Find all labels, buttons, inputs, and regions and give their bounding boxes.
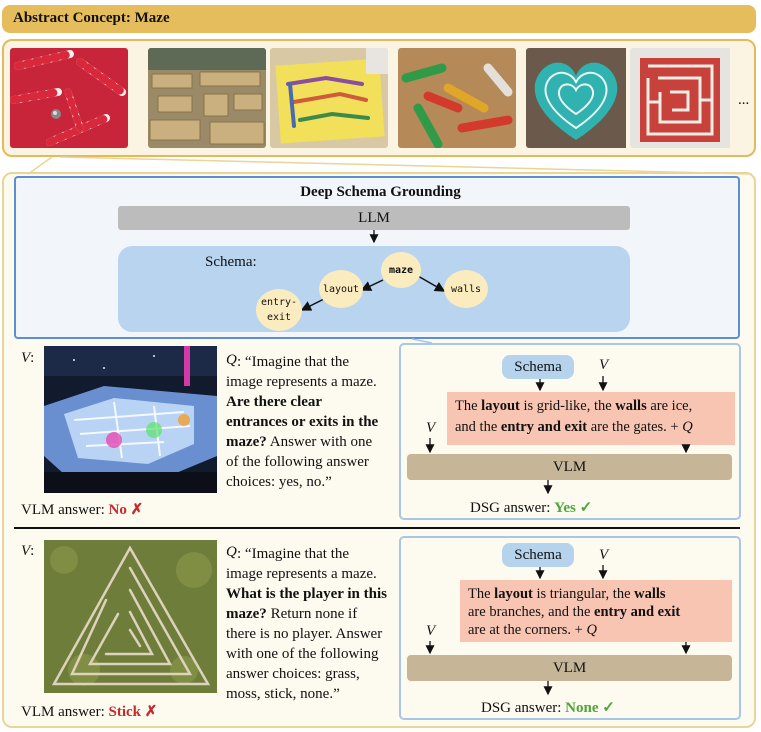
text-line: The layout is grid-like, the walls are i… bbox=[455, 398, 693, 414]
vlm-answer-1: VLM answer: No ✗ bbox=[21, 502, 144, 518]
more-images-ellipsis: ... bbox=[738, 92, 750, 108]
text-line: entrances or exits in the bbox=[226, 414, 379, 430]
concept-title: Abstract Concept: Maze bbox=[13, 10, 170, 26]
text-line: of the following answer bbox=[226, 454, 369, 470]
v-side-1: V bbox=[426, 420, 436, 436]
paper-tube-maze-image bbox=[398, 48, 516, 148]
dsg-answer-2: DSG answer: None ✓ bbox=[481, 700, 615, 716]
v-input-1: V bbox=[599, 357, 609, 373]
text-line: are branches, and the entry and exit bbox=[468, 604, 681, 620]
text-line: and the entry and exit are the gates. + … bbox=[455, 419, 693, 435]
craft-marble-maze-image bbox=[270, 48, 388, 148]
schema-label: Schema: bbox=[205, 254, 257, 270]
dsg-answer-value-1: Yes ✓ bbox=[554, 500, 593, 516]
schema-area bbox=[118, 246, 630, 332]
text-line: : “Imagine that the bbox=[237, 546, 350, 562]
v-side-2: V bbox=[426, 623, 436, 639]
text-line: maze? Return none if bbox=[226, 606, 358, 622]
schema-node-layout: layout bbox=[319, 270, 363, 308]
schema-node-entry-exit: entry- exit bbox=[256, 289, 302, 331]
text-line: What is the player in this bbox=[226, 586, 387, 602]
question-2: : “Imagine that the image represents a ma… bbox=[226, 544, 398, 704]
text-line: The layout is triangular, the walls bbox=[468, 586, 666, 602]
text-line: maze? Answer with one bbox=[226, 434, 373, 450]
text-line: Are there clear bbox=[226, 394, 323, 410]
stick-maze-image bbox=[44, 540, 217, 693]
v-input-2: V bbox=[599, 547, 609, 563]
dsg-title: Deep Schema Grounding bbox=[300, 184, 461, 200]
candy-cane-maze-image bbox=[10, 48, 128, 148]
vlm-answer-value-1: No ✗ bbox=[108, 502, 144, 518]
llm-bar: LLM bbox=[118, 206, 630, 230]
v-label-1: V: bbox=[21, 350, 35, 366]
text-line: there is no player. Answer bbox=[226, 626, 383, 642]
concept-header-bar bbox=[2, 5, 756, 33]
schema-node-walls: walls bbox=[444, 270, 488, 308]
hay-bale-maze-image bbox=[148, 48, 266, 148]
q-label-2: Q bbox=[226, 544, 237, 560]
question-1: : “Imagine that the image represents a ma… bbox=[226, 352, 398, 492]
q-label-1: Q bbox=[226, 352, 237, 368]
vlm-bar-2: VLM bbox=[407, 655, 732, 681]
text-line: choices: yes, no.” bbox=[226, 474, 332, 490]
text-line: image represents a maze. bbox=[226, 374, 377, 390]
schema-node-maze: maze bbox=[381, 252, 421, 288]
text-line: : “Imagine that the bbox=[237, 354, 350, 370]
vlm-answer-2: VLM answer: Stick ✗ bbox=[21, 704, 158, 720]
vlm-bar-1: VLM bbox=[407, 454, 732, 480]
heart-bead-maze-image bbox=[526, 48, 644, 148]
vlm-answer-value-2: Stick ✗ bbox=[108, 704, 158, 720]
grounded-schema-2: The layout is triangular, the walls are b… bbox=[460, 580, 732, 642]
text-line: answer choices: grass, bbox=[226, 666, 360, 682]
dsg-answer-value-2: None ✓ bbox=[565, 700, 615, 716]
schema-pill-2: Schema bbox=[502, 543, 574, 567]
v-label-2: V: bbox=[21, 543, 35, 559]
text-line: image represents a maze. bbox=[226, 566, 377, 582]
dsg-answer-1: DSG answer: Yes ✓ bbox=[470, 500, 593, 516]
schema-pill-1: Schema bbox=[502, 355, 574, 379]
ice-maze-image bbox=[44, 346, 217, 493]
section-divider bbox=[14, 527, 740, 529]
text-line: moss, stick, none.” bbox=[226, 686, 340, 702]
text-line: are at the corners. + Q bbox=[468, 622, 597, 638]
grounded-schema-1: The layout is grid-like, the walls are i… bbox=[447, 392, 735, 445]
knitted-maze-image bbox=[630, 48, 748, 148]
text-line: with one of the following bbox=[226, 646, 379, 662]
